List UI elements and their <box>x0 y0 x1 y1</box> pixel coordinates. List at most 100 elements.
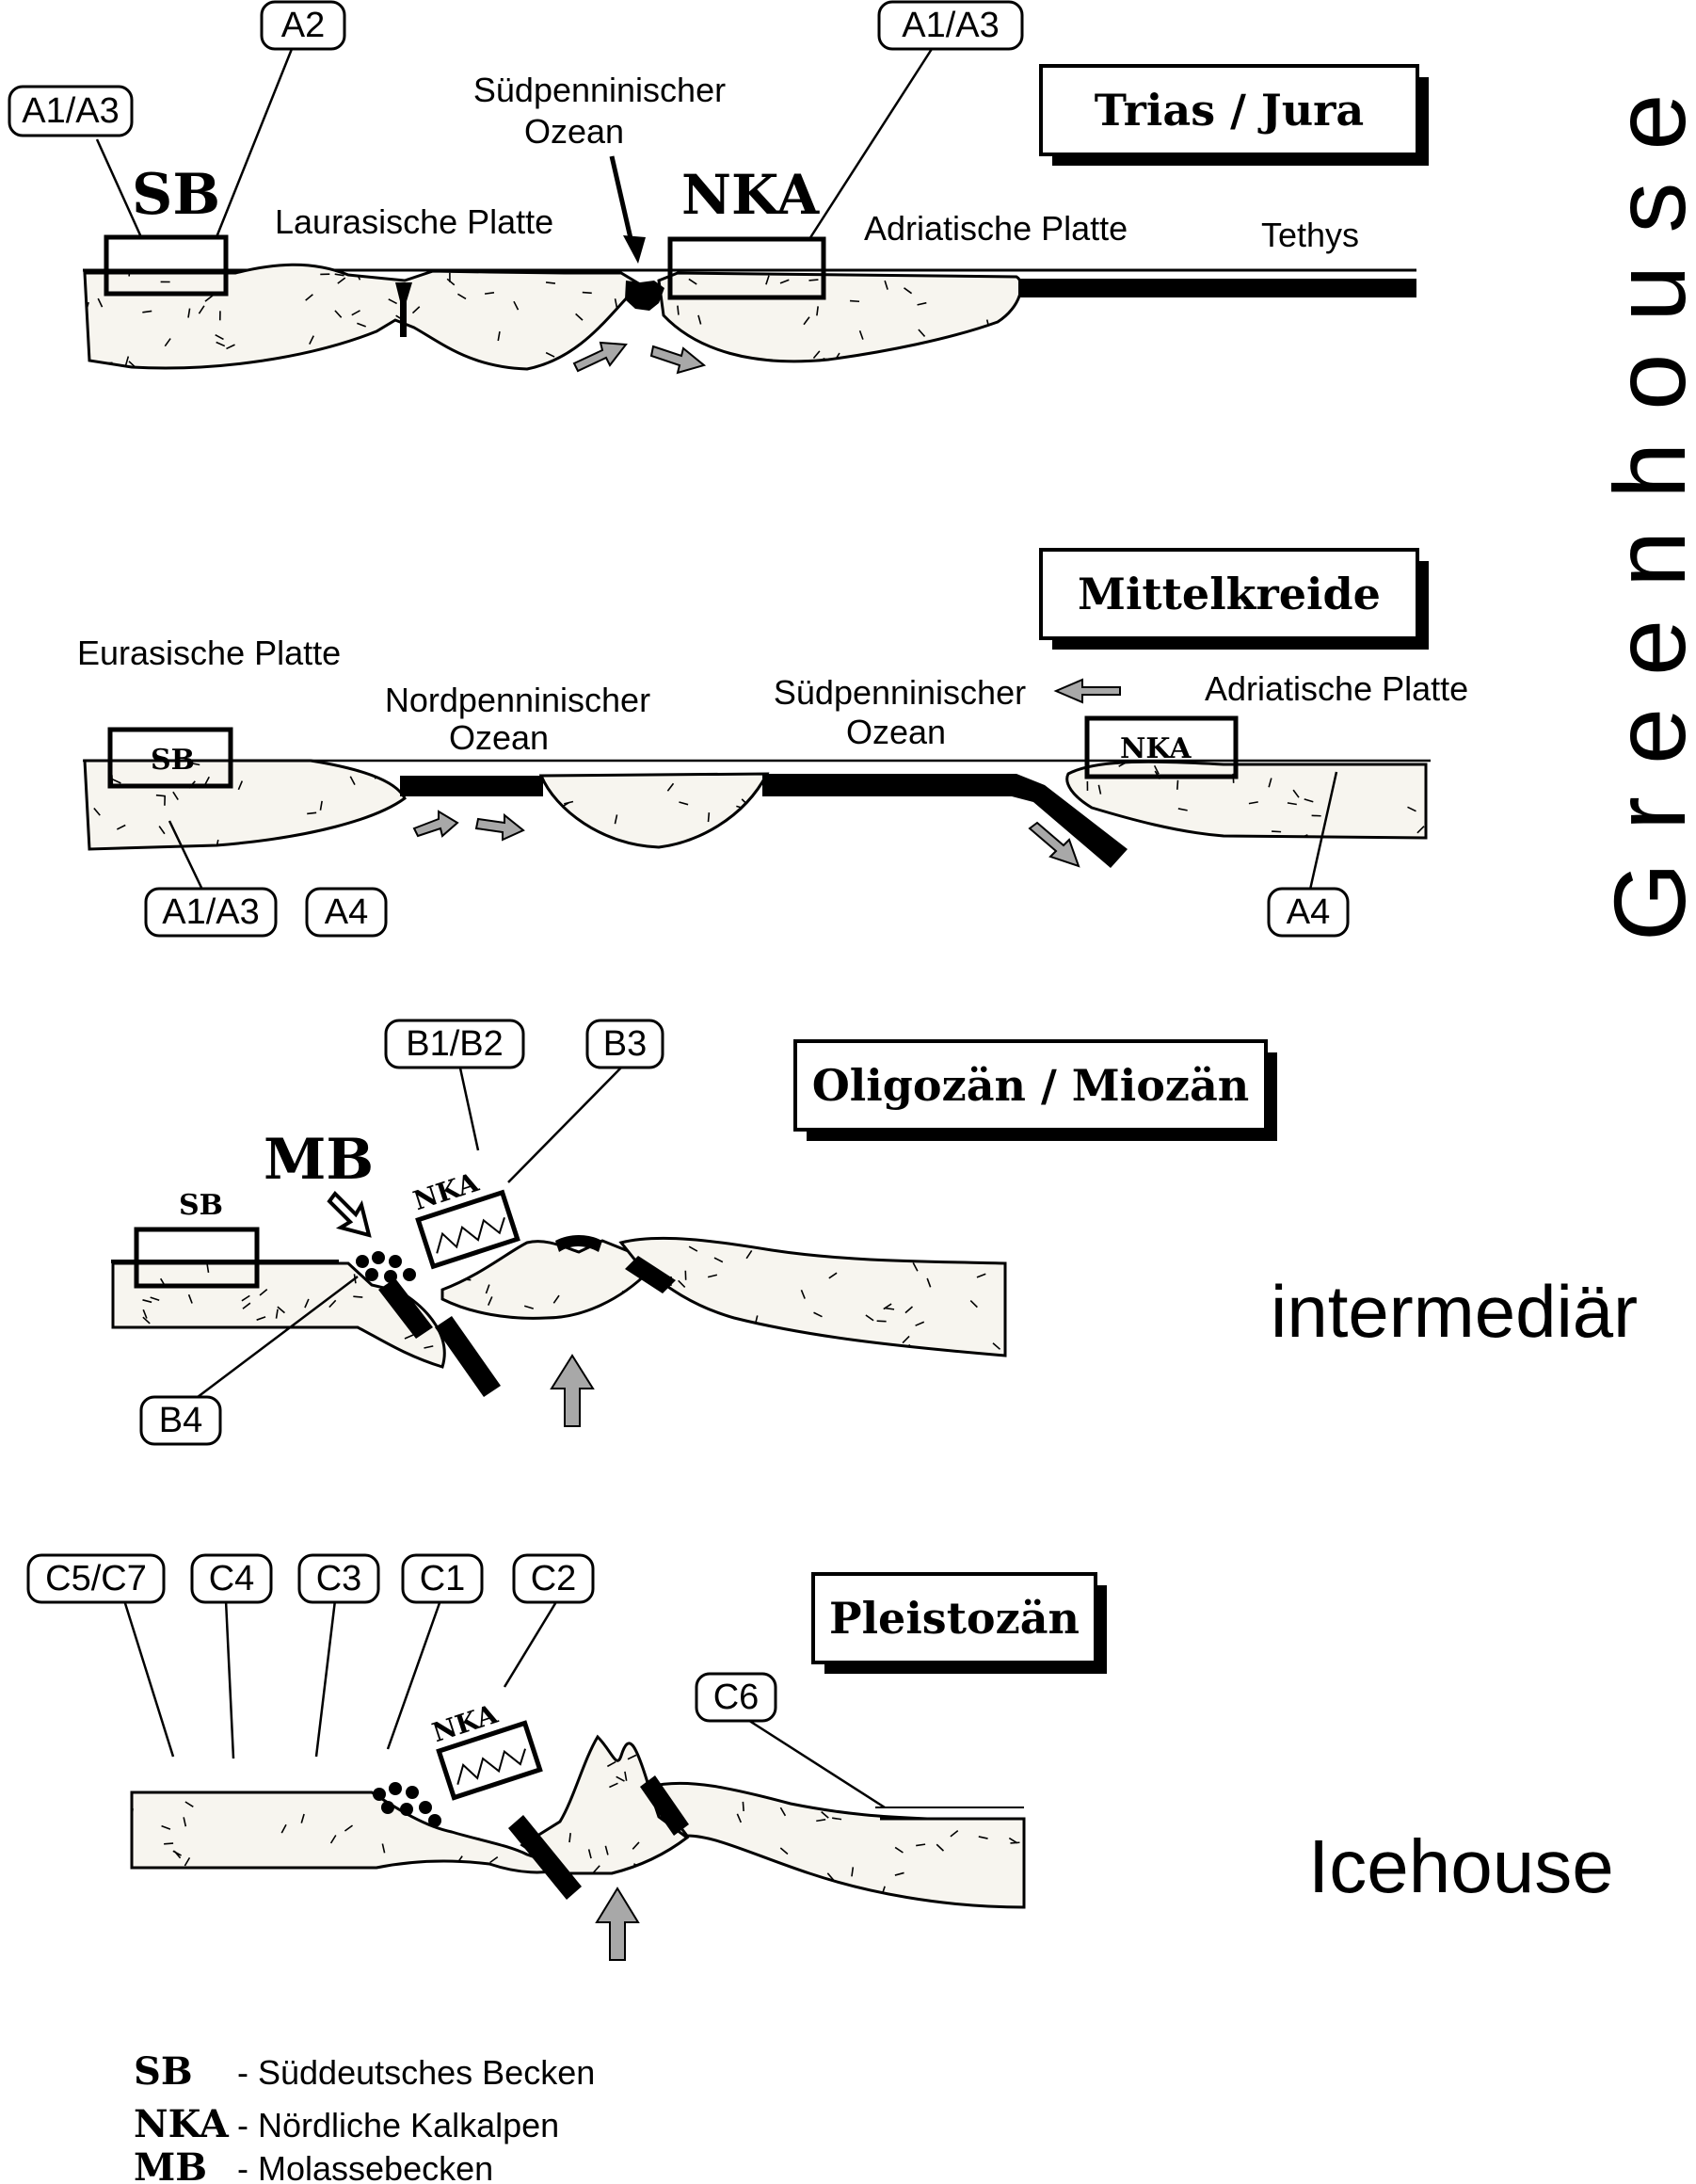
nka-box-trias <box>667 236 826 300</box>
tag-c1: C1 <box>401 1553 484 1604</box>
legend-item-nka: NKA - Nördliche Kalkalpen <box>134 2102 559 2146</box>
nka-box-pleisto: NKA <box>428 1698 543 1801</box>
legend-item-sb: SB - Süddeutsches Becken <box>134 2049 595 2094</box>
era-title-oligo: Oligozän / Miozän <box>812 1060 1250 1111</box>
legend-abbr-nka: NKA <box>134 2102 230 2146</box>
legend-text-nka: - Nördliche Kalkalpen <box>237 2106 559 2144</box>
slab-3 <box>625 1256 676 1293</box>
leader-c1 <box>386 1599 442 1750</box>
tag-a4-kreide-left: A4 <box>305 887 388 938</box>
eurasian-plate-label: Eurasische Platte <box>77 634 341 672</box>
ocean-pointer-arrowhead <box>623 235 646 264</box>
south-penninic-label-2: Ozean <box>846 713 946 751</box>
svg-text:A2: A2 <box>281 6 325 45</box>
rift-arrow-left <box>572 341 628 373</box>
leader-c3 <box>314 1599 337 1758</box>
subduction-arrow <box>1028 821 1080 868</box>
icehouse-label: Icehouse <box>1308 1824 1614 1908</box>
svg-text:C5/C7: C5/C7 <box>45 1559 147 1598</box>
svg-text:A1/A3: A1/A3 <box>902 6 1000 45</box>
north-penninic-label-1: Nordpenninischer <box>385 681 650 719</box>
svg-text:C6: C6 <box>713 1678 760 1717</box>
tethys-label: Tethys <box>1261 216 1359 254</box>
leader-c5c7 <box>122 1599 175 1758</box>
legend-text-mb: - Molassebecken <box>237 2149 493 2184</box>
rift-oceanic-crust <box>625 281 664 311</box>
leader-c2 <box>503 1599 559 1688</box>
sb-label-kreide: SB <box>151 744 195 777</box>
adriatic-plate-label-kreide: Adriatische Platte <box>1205 669 1468 708</box>
legend-abbr-mb: MB <box>134 2145 207 2184</box>
spreading-arrow-left <box>412 810 459 838</box>
legend: SB - Süddeutsches Becken NKA - Nördliche… <box>134 2049 595 2184</box>
tag-a1a3-trias-left: A1/A3 <box>8 85 134 137</box>
svg-text:C4: C4 <box>209 1559 255 1598</box>
uplift-arrow-pleisto <box>595 1887 640 1961</box>
ocean-pointer-line <box>609 155 635 248</box>
era-box-kreide: Mittelkreide <box>1039 548 1429 650</box>
tag-a1a3-trias-right: A1/A3 <box>877 0 1024 51</box>
tag-c3: C3 <box>297 1553 380 1604</box>
leader-a4-kreide-right <box>1308 771 1338 891</box>
leader-b4 <box>197 1276 359 1398</box>
tag-b1b2: B1/B2 <box>384 1019 525 1069</box>
laurasian-crust <box>83 263 643 371</box>
adriatic-crust <box>657 271 1023 363</box>
mb-arrow <box>327 1190 372 1238</box>
tethys-oceanic-crust <box>1018 279 1416 297</box>
leader-a2-sb <box>215 48 294 238</box>
south-penninic-label-1: Südpenninischer <box>774 673 1026 712</box>
panel-trias-jura: Trias / Jura SB NKA Laurasische Platte S… <box>8 0 1429 375</box>
tag-c4: C4 <box>190 1553 273 1604</box>
nka-label-trias: NKA <box>681 163 820 227</box>
leader-c6 <box>743 1715 886 1809</box>
convergence-arrow <box>1053 678 1121 704</box>
nka-box-kreide <box>1084 715 1239 779</box>
svg-text:C2: C2 <box>531 1559 577 1598</box>
south-penninic-ocean-label-2: Ozean <box>524 112 624 151</box>
north-penninic-oceanic-crust <box>400 776 543 796</box>
leader-a1a3-nka <box>808 48 934 240</box>
sb-label-oligo: SB <box>179 1189 223 1222</box>
panel-oligozaen-miozaen: Oligozän / Miozän SB NKA MB <box>111 1019 1277 1446</box>
slab-pleisto-1 <box>508 1815 582 1900</box>
briancon-crust <box>538 772 770 849</box>
tag-a4-kreide-right: A4 <box>1267 887 1350 938</box>
svg-text:B1/B2: B1/B2 <box>406 1024 504 1064</box>
svg-text:B4: B4 <box>159 1401 202 1440</box>
era-box-oligo: Oligozän / Miozän <box>793 1039 1277 1141</box>
graben-fault <box>395 282 412 337</box>
leader-b3 <box>507 1063 626 1183</box>
sb-box-kreide <box>107 727 233 789</box>
greenhouse-label: Greenhouse <box>1592 62 1696 941</box>
south-penninic-ocean-label-1: Südpenninischer <box>473 71 726 109</box>
tag-a2-trias: A2 <box>260 0 346 51</box>
mb-label-oligo: MB <box>264 1127 374 1193</box>
tag-a1a3-kreide: A1/A3 <box>144 887 278 938</box>
era-title-pleisto: Pleistozän <box>829 1593 1080 1644</box>
sb-box-oligo <box>134 1227 260 1289</box>
panel-mittelkreide: Mittelkreide SB NKA Eurasische Platte No… <box>77 548 1468 938</box>
nka-label-kreide: NKA <box>1120 732 1192 765</box>
slab-pleisto-2 <box>640 1775 689 1836</box>
sb-box-trias <box>104 234 229 297</box>
tag-b4: B4 <box>139 1395 222 1446</box>
south-penninic-oceanic-crust <box>762 774 1128 868</box>
adriatic-crust-kreide <box>1065 760 1428 840</box>
svg-text:B3: B3 <box>603 1024 647 1064</box>
era-box-pleisto: Pleistozän <box>811 1572 1107 1674</box>
eurasian-crust <box>83 759 407 851</box>
leader-a1a3-kreide <box>168 820 204 891</box>
svg-text:C1: C1 <box>420 1559 466 1598</box>
tag-c6: C6 <box>695 1672 777 1723</box>
tag-c5c7: C5/C7 <box>26 1553 166 1604</box>
intermediate-label: intermediär <box>1271 1270 1638 1353</box>
rift-arrow-right <box>649 345 707 375</box>
leader-a1a3-sb <box>95 138 143 238</box>
era-title-kreide: Mittelkreide <box>1078 569 1381 619</box>
foreland-crust-pleisto <box>130 1791 569 1874</box>
adriatic-plate-label: Adriatische Platte <box>864 209 1128 248</box>
svg-text:A1/A3: A1/A3 <box>22 91 120 131</box>
leader-b1b2 <box>457 1063 480 1151</box>
leader-c4 <box>224 1599 235 1759</box>
